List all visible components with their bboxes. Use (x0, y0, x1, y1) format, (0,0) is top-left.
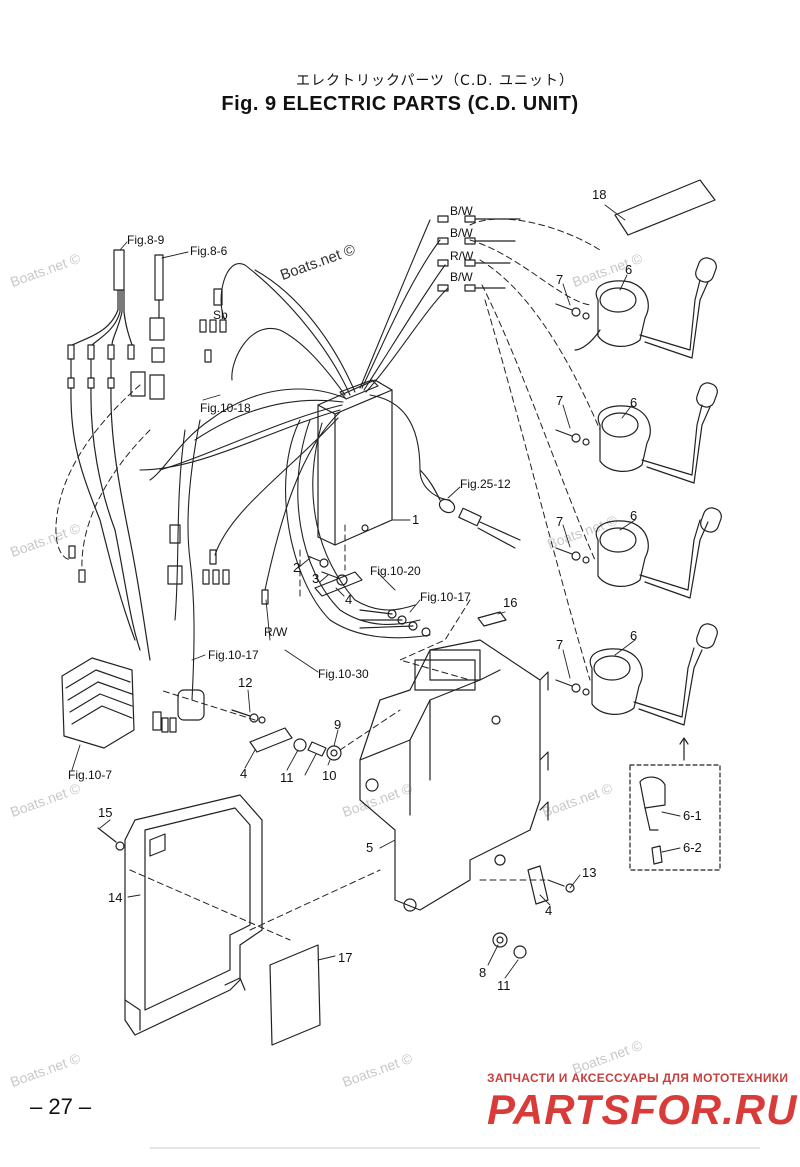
bolt[interactable] (555, 303, 590, 696)
callout-number: 16 (503, 595, 518, 610)
ref-label: Fig.10-30 (318, 667, 369, 681)
callout-number: 17 (338, 950, 353, 965)
ref-label: Fig.10-7 (68, 768, 113, 782)
mount-hardware[interactable] (307, 555, 363, 597)
callout-number: 11 (280, 770, 294, 785)
callout-number: 10 (322, 768, 337, 783)
callout-number: 4 (545, 903, 553, 918)
footer-brand[interactable]: PARTSFOR.RU (487, 1086, 798, 1133)
callout-number: 5 (366, 840, 374, 855)
mount-parts-middle[interactable] (231, 709, 342, 761)
screw-15[interactable] (97, 827, 125, 851)
callout-number: 7 (556, 272, 564, 287)
ignition-coil[interactable] (589, 622, 719, 726)
ref-label: Fig.25-12 (460, 477, 511, 491)
fig10-7-component (61, 657, 135, 749)
ignition-coil[interactable] (597, 381, 719, 484)
ignition-coil[interactable] (574, 256, 719, 359)
ref-label: Fig.8-6 (190, 244, 228, 258)
callout-number: 15 (98, 805, 113, 820)
ref-label: Fig.10-20 (370, 564, 421, 578)
bw-connectors (437, 215, 521, 292)
label-17[interactable] (269, 944, 321, 1046)
callout-number: 6 (630, 628, 638, 643)
callout-number: 6 (630, 395, 638, 410)
callout-number: 7 (556, 514, 564, 529)
callout-number: 7 (556, 393, 564, 408)
wire-label: B/W (450, 226, 473, 240)
callout-number: 3 (312, 571, 320, 586)
callout-number: 4 (345, 592, 353, 607)
wire-label: R/W (264, 625, 288, 639)
callout-number: 11 (497, 978, 511, 993)
cover[interactable] (124, 794, 263, 1036)
callout-leaders (71, 204, 681, 979)
callout-number: 1 (412, 512, 420, 527)
wire-label: Sb (213, 308, 228, 322)
callout-number: 9 (334, 717, 342, 732)
callout-number: 2 (293, 560, 301, 575)
callout-number: 7 (556, 637, 564, 652)
callout-number: 18 (592, 187, 607, 202)
callout-number: 6 (625, 262, 633, 277)
part-16[interactable] (477, 611, 507, 627)
wire-label: B/W (450, 270, 473, 284)
title-japanese: エレクトリックパーツ（C.D. ユニット） (296, 73, 574, 89)
callout-number: 14 (108, 890, 123, 905)
callout-number: 6-1 (683, 808, 702, 823)
ref-label: Fig.10-17 (208, 648, 259, 662)
bracket[interactable] (359, 639, 549, 912)
page-title: Fig. 9 ELECTRIC PARTS (C.D. UNIT) (221, 93, 579, 115)
connector-fig25 (419, 469, 521, 549)
ref-label: Fig.10-18 (200, 401, 251, 415)
callout-number: 6 (630, 508, 638, 523)
callout-number: 6-2 (683, 840, 702, 855)
ref-label: Fig.8-9 (127, 233, 165, 247)
mount-parts-lower[interactable] (492, 865, 575, 959)
page-number: – 27 – (30, 1094, 92, 1119)
connector-group-left (67, 249, 269, 733)
wire-label: R/W (450, 249, 474, 263)
detail-box (629, 737, 721, 871)
callout-number: 12 (238, 675, 253, 690)
dashed-leaders (55, 218, 601, 941)
wire-label: B/W (450, 204, 473, 218)
wire-harness (139, 219, 451, 701)
ignition-coil[interactable] (595, 506, 723, 599)
label-sticker[interactable] (614, 179, 716, 236)
grommets (359, 609, 431, 637)
callout-number: 13 (582, 865, 597, 880)
callout-number: 4 (240, 766, 248, 781)
footer-tagline: ЗАПЧАСТИ И АКСЕССУАРЫ ДЛЯ МОТОТЕХНИКИ (487, 1071, 789, 1085)
callout-number: 8 (479, 965, 487, 980)
ref-label: Fig.10-17 (420, 590, 471, 604)
cd-unit[interactable] (317, 379, 393, 546)
